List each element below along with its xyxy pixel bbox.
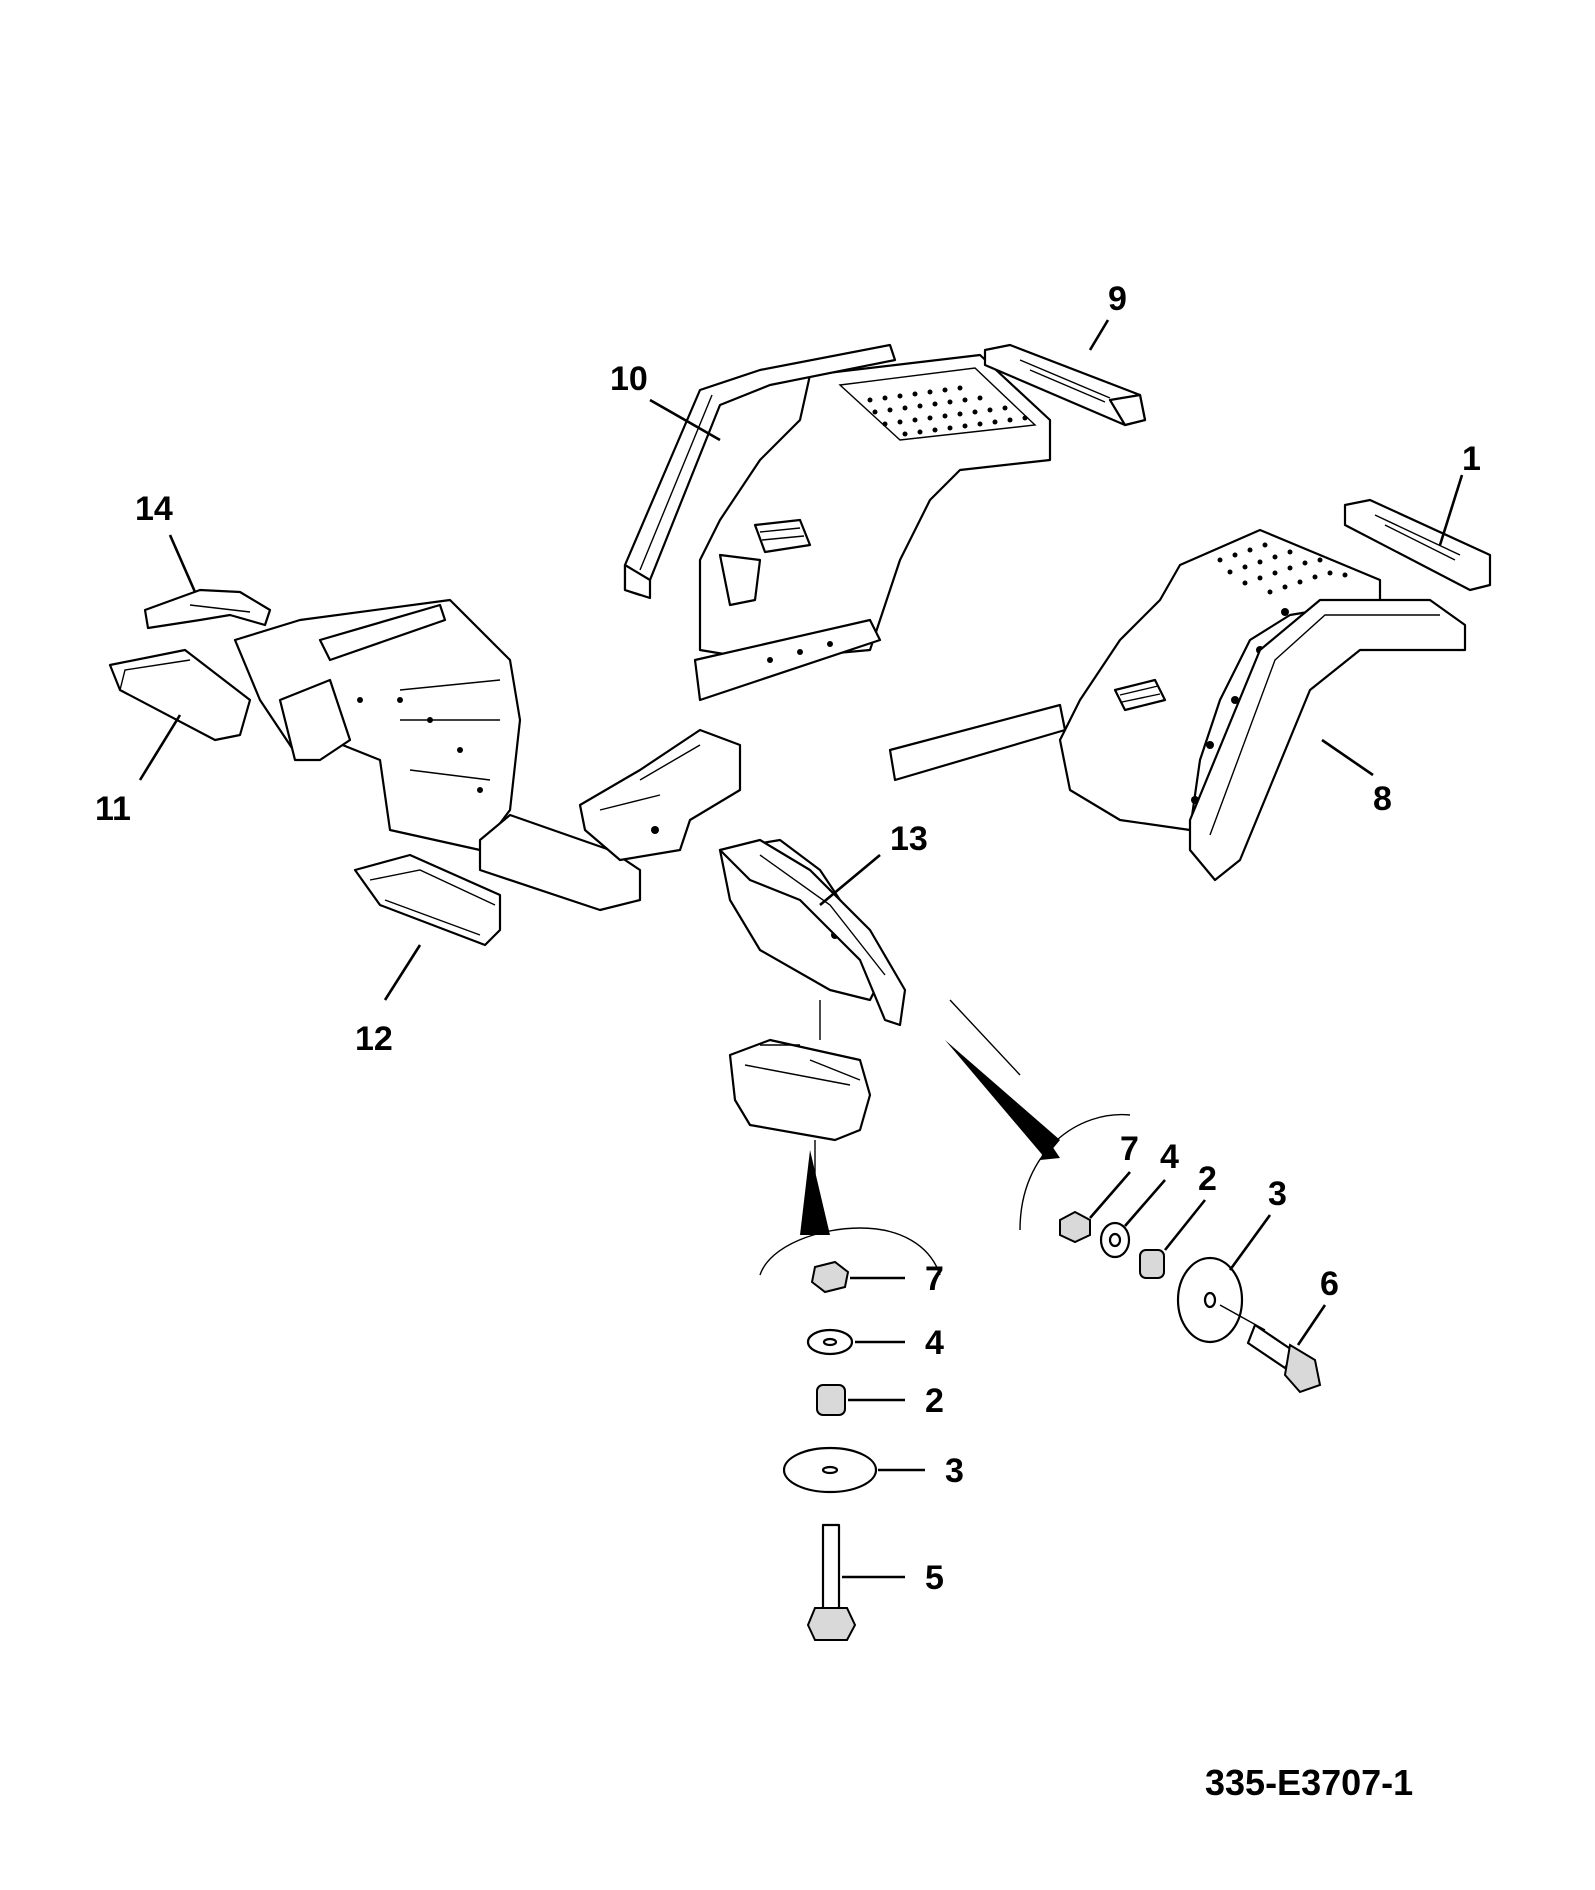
- detail-right-callout-6: 6: [1320, 1265, 1339, 1303]
- detail-bottom-callout-7: 7: [925, 1260, 944, 1298]
- grille-pattern-right: [1217, 542, 1348, 595]
- part-13-fender: [718, 838, 907, 1027]
- nut-icon: [1059, 1210, 1091, 1244]
- spacer-icon-bottom: [816, 1384, 846, 1416]
- callout-12: 12: [355, 1020, 393, 1058]
- part-9-cover: [983, 343, 1147, 427]
- left-frame: [233, 598, 522, 852]
- detail-bottom-callout-5: 5: [925, 1559, 944, 1597]
- bolt-icon: [1219, 1304, 1322, 1394]
- detail-right-callout-2: 2: [1198, 1160, 1217, 1198]
- detail-right-callout-3: 3: [1268, 1175, 1287, 1213]
- part-8-fender: [1188, 598, 1467, 882]
- right-platform: [888, 528, 1382, 832]
- callout-11: 11: [95, 790, 131, 828]
- lower-center-cover: [728, 1038, 872, 1142]
- callout-8: 8: [1373, 780, 1392, 818]
- grille-pattern-center: [867, 385, 1028, 437]
- part-1-cover: [1343, 498, 1492, 592]
- nut-icon-bottom: [810, 1260, 850, 1294]
- drawing-reference-number: 335-E3707-1: [1205, 1762, 1413, 1803]
- callout-14: 14: [135, 490, 173, 528]
- detail-bottom-callout-4: 4: [925, 1324, 944, 1362]
- part-11-cover: [108, 648, 252, 742]
- detail-right-callout-7: 7: [1120, 1130, 1139, 1168]
- upper-center-platform: [693, 353, 1052, 702]
- detail-right-hardware: [945, 1040, 1327, 1394]
- lock-washer-icon-bottom: [806, 1328, 854, 1356]
- part-12-cover: [353, 853, 502, 947]
- spacer-icon: [1139, 1249, 1165, 1279]
- part-10-fender: [623, 343, 897, 600]
- flat-washer-icon-bottom: [782, 1446, 878, 1494]
- flat-washer-icon: [1176, 1256, 1244, 1344]
- callout-9: 9: [1108, 280, 1127, 318]
- callout-leaders: [138, 319, 1464, 1076]
- detail-right-callout-4: 4: [1160, 1138, 1179, 1176]
- detail-bottom-callout-2: 2: [925, 1382, 944, 1420]
- callout-10: 10: [610, 360, 648, 398]
- callout-labels: 1 8 9 10 11 12 13 14 7 4 2 3 6 7 4 2 3 5…: [95, 280, 1481, 1803]
- detail-bottom-callout-3: 3: [945, 1452, 964, 1490]
- part-14-cover: [143, 588, 272, 630]
- lock-washer-icon: [1099, 1221, 1131, 1259]
- left-step-block: [478, 813, 642, 912]
- bolt-icon-bottom: [806, 1523, 857, 1641]
- callout-13: 13: [890, 820, 928, 858]
- callout-1: 1: [1462, 440, 1481, 478]
- detail-bottom-hardware: [759, 1140, 941, 1641]
